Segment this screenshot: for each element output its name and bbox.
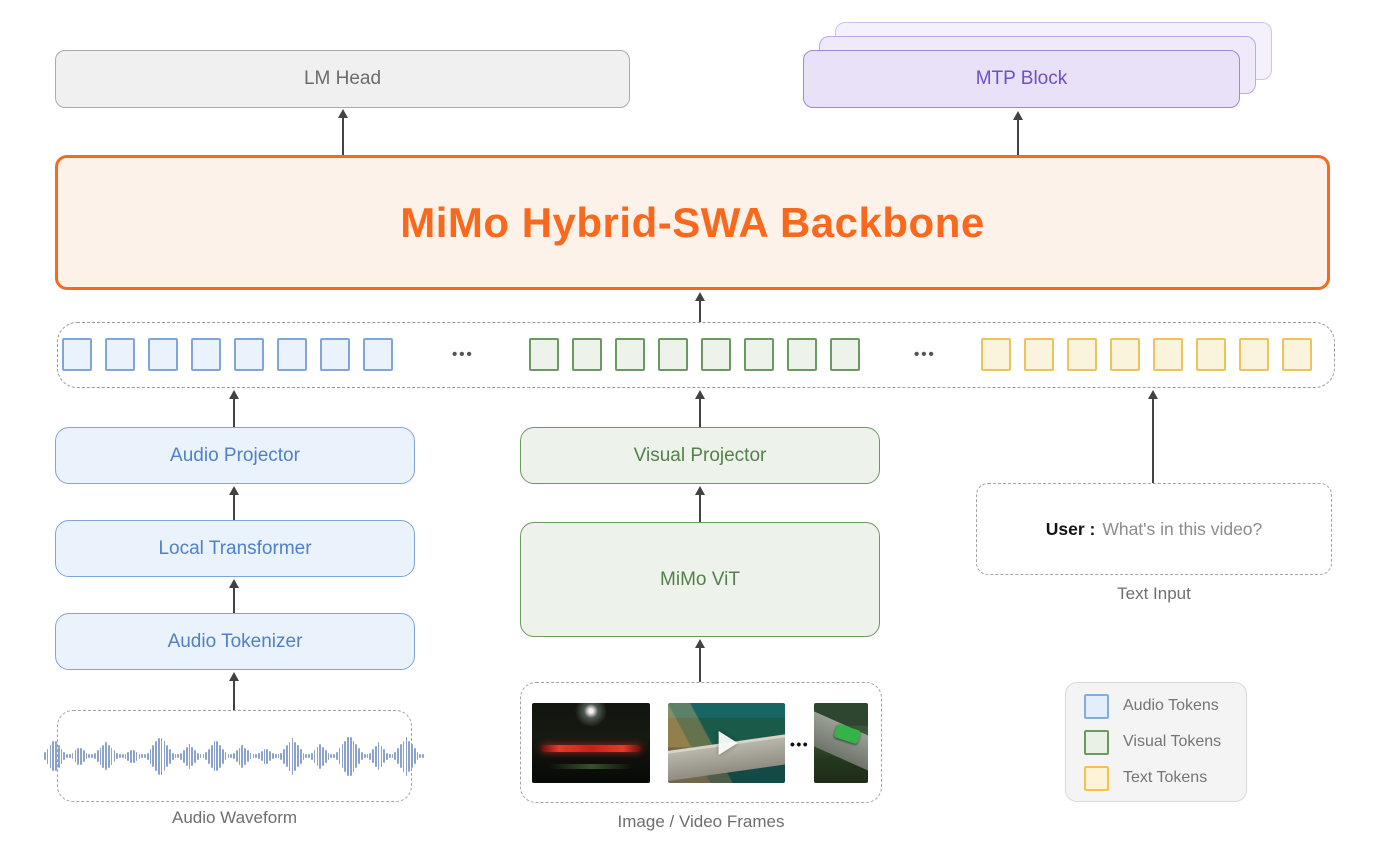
frames-ellipsis: ••• [790, 736, 810, 752]
arrow-transformer-to-projector [229, 486, 239, 520]
video-frame-green-car [814, 703, 868, 783]
audio-tokenizer-label: Audio Tokenizer [167, 630, 303, 652]
lm-head-label: LM Head [303, 68, 382, 89]
text-token [1110, 338, 1140, 371]
play-icon [718, 731, 738, 755]
text-input-box: User : What's in this video? [976, 483, 1332, 575]
mtp-block-box: MTP Block [803, 50, 1240, 108]
text-token [1024, 338, 1054, 371]
legend-item-text: Text Tokens [1084, 765, 1246, 791]
audio-token [105, 338, 135, 371]
visual-token-swatch-icon [1084, 729, 1109, 755]
visual-token [830, 338, 860, 371]
taillight-graphic [541, 744, 641, 752]
audio-projector-label: Audio Projector [170, 444, 300, 466]
text-token [1067, 338, 1097, 371]
audio-waveform-caption: Audio Waveform [171, 808, 298, 827]
arrow-vit-to-projector [695, 486, 705, 522]
visual-token [787, 338, 817, 371]
user-prefix-label: User : [1045, 518, 1096, 539]
backbone-label: MiMo Hybrid-SWA Backbone [400, 198, 985, 246]
mimo-vit-label: MiMo ViT [660, 568, 740, 590]
arrow-backbone-to-mtp [1013, 111, 1023, 155]
text-token [1196, 338, 1226, 371]
visual-projector-label: Visual Projector [633, 444, 767, 466]
visual-token-group [529, 338, 860, 371]
arrow-text-input-to-tokens [1148, 390, 1158, 483]
visual-token [701, 338, 731, 371]
arrow-audio-projector-to-tokens [229, 390, 239, 427]
local-transformer-box: Local Transformer [55, 520, 415, 577]
legend-label-audio: Audio Tokens [1123, 697, 1219, 714]
arrow-tokenizer-to-transformer [229, 579, 239, 613]
audio-token [148, 338, 178, 371]
arrow-waveform-to-tokenizer [229, 672, 239, 710]
text-token-group [981, 338, 1312, 371]
visual-token [615, 338, 645, 371]
audio-waveform-box [43, 710, 424, 802]
lm-head-box: LM Head [55, 50, 630, 108]
audio-waveform-graphic [43, 721, 425, 791]
audio-token [363, 338, 393, 371]
audio-tokenizer-box: Audio Tokenizer [55, 613, 415, 670]
arrow-backbone-to-lm-head [338, 109, 348, 155]
arrow-visual-projector-to-tokens [695, 390, 705, 427]
legend: Audio Tokens Visual Tokens Text Tokens [1065, 682, 1247, 802]
audio-projector-box: Audio Projector [55, 427, 415, 484]
text-token-swatch-icon [1084, 765, 1109, 791]
arrow-frames-to-vit [695, 639, 705, 682]
visual-token [658, 338, 688, 371]
visual-token [572, 338, 602, 371]
arrow-tokens-to-backbone [695, 292, 705, 322]
mountain-road-graphic [814, 709, 868, 774]
underglow-graphic [548, 763, 634, 769]
visual-token [744, 338, 774, 371]
text-token [1153, 338, 1183, 371]
text-input-caption: Text Input [1117, 584, 1191, 603]
visual-projector-box: Visual Projector [520, 427, 880, 484]
backbone-box: MiMo Hybrid-SWA Backbone [55, 155, 1330, 290]
text-token [981, 338, 1011, 371]
visual-token [529, 338, 559, 371]
audio-token [62, 338, 92, 371]
token-ellipsis-2: ••• [914, 346, 936, 363]
audio-token-group [62, 338, 393, 371]
mimo-vit-box: MiMo ViT [520, 522, 880, 637]
mtp-block-label: MTP Block [975, 68, 1068, 89]
audio-token [191, 338, 221, 371]
legend-label-text: Text Tokens [1123, 769, 1208, 786]
video-frame-car-rear [532, 703, 650, 783]
video-frame-bridge [668, 703, 785, 783]
video-frames-caption: Image / Video Frames [617, 812, 785, 831]
legend-label-visual: Visual Tokens [1123, 733, 1222, 750]
text-token [1239, 338, 1269, 371]
user-message-text: What's in this video? [1102, 518, 1263, 539]
audio-token-swatch-icon [1084, 693, 1109, 719]
legend-item-audio: Audio Tokens [1084, 693, 1246, 719]
audio-token [277, 338, 307, 371]
legend-item-visual: Visual Tokens [1084, 729, 1246, 755]
text-token [1282, 338, 1312, 371]
token-ellipsis-1: ••• [452, 346, 474, 363]
audio-token [234, 338, 264, 371]
local-transformer-label: Local Transformer [158, 537, 312, 559]
audio-token [320, 338, 350, 371]
